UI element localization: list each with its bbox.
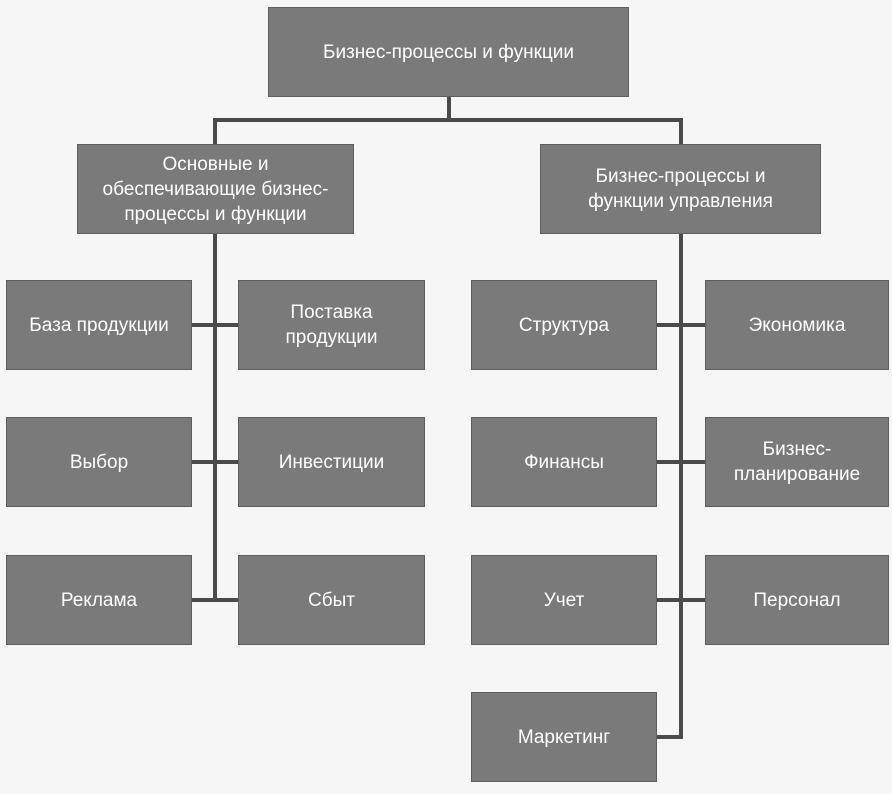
connector-left-tick-1 <box>192 323 238 327</box>
connector-right-tick-1 <box>657 323 705 327</box>
connector-right-tick-3 <box>657 598 705 602</box>
right-item-business-planning: Бизнес- планирование <box>705 417 889 507</box>
right-item-personnel: Персонал <box>705 555 889 645</box>
left-item-choice: Выбор <box>6 417 192 507</box>
connector-right-down <box>679 118 683 146</box>
connector-right-spine <box>679 233 683 738</box>
connector-left-spine <box>213 233 217 602</box>
left-item-base-production: База продукции <box>6 280 192 370</box>
left-branch-header: Основные и обеспечивающие бизнес- процес… <box>77 144 354 234</box>
connector-right-tick-4 <box>657 735 683 739</box>
connector-root-down <box>447 96 451 120</box>
root-node: Бизнес-процессы и функции <box>268 7 629 97</box>
connector-left-tick-3 <box>192 598 238 602</box>
left-item-sales: Сбыт <box>238 555 425 645</box>
connector-branch-bar <box>213 118 683 122</box>
right-item-structure: Структура <box>471 280 657 370</box>
connector-left-down <box>213 118 217 146</box>
right-branch-header: Бизнес-процессы и функции управления <box>540 144 821 234</box>
left-item-advertising: Реклама <box>6 555 192 645</box>
right-item-accounting: Учет <box>471 555 657 645</box>
right-item-economics: Экономика <box>705 280 889 370</box>
connector-right-tick-2 <box>657 460 705 464</box>
left-item-supply: Поставка продукции <box>238 280 425 370</box>
left-item-investments: Инвестиции <box>238 417 425 507</box>
connector-left-tick-2 <box>192 460 238 464</box>
right-item-finance: Финансы <box>471 417 657 507</box>
right-item-marketing: Маркетинг <box>471 692 657 782</box>
